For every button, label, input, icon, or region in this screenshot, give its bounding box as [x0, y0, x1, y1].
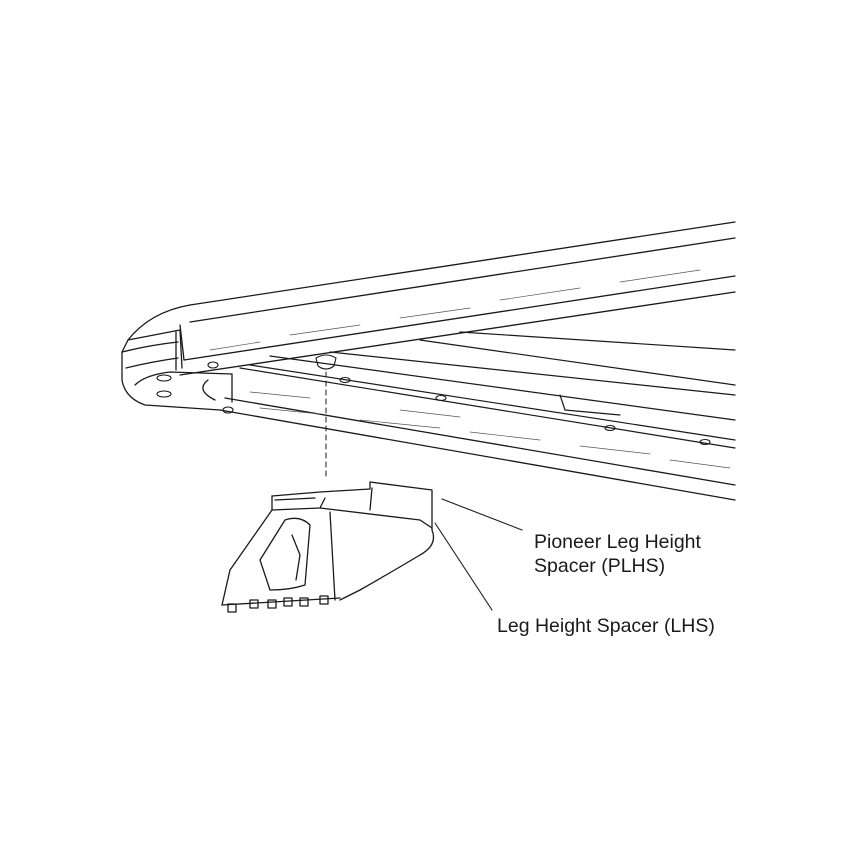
leader-plhs	[441, 498, 523, 531]
rack-side-rail	[121, 221, 736, 501]
leg-height-spacer	[221, 481, 435, 613]
bolts	[156, 354, 711, 446]
shading-lines	[209, 269, 731, 469]
spacer-teeth	[227, 595, 329, 613]
callout-plhs-line2: Spacer (PLHS)	[534, 555, 666, 577]
rack-slats	[239, 331, 736, 449]
callout-plhs: Pioneer Leg Height Spacer (PLHS)	[534, 530, 701, 578]
leader-lhs	[434, 522, 493, 611]
callout-plhs-line1: Pioneer Leg Height	[534, 531, 701, 553]
callout-lhs: Leg Height Spacer (LHS)	[497, 614, 715, 638]
callout-lhs-line1: Leg Height Spacer (LHS)	[497, 615, 715, 637]
leader-lines	[434, 498, 523, 611]
